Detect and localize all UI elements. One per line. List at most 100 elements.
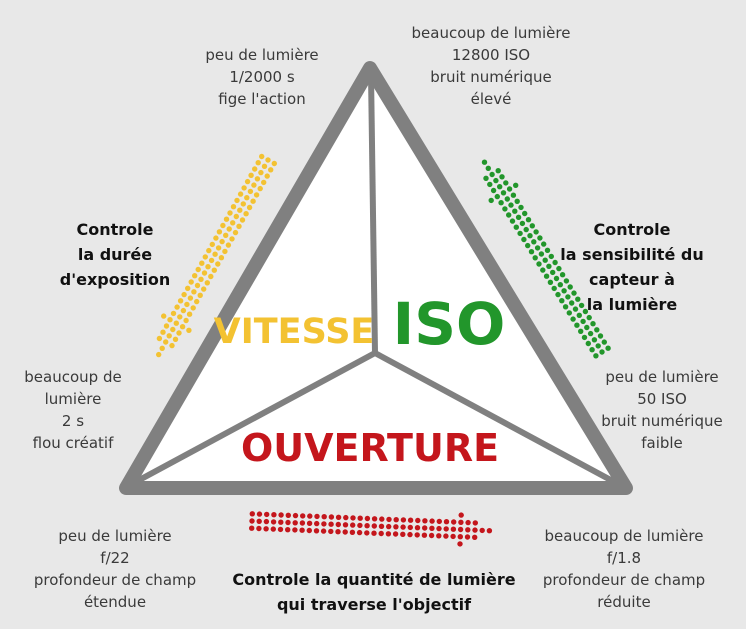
iso-arrow-dot — [587, 330, 594, 337]
iso-arrow-dot — [576, 312, 582, 318]
iso-arrow-dot — [525, 217, 532, 223]
aperture-closed-line-1: peu de lumière — [58, 527, 172, 545]
aperture-arrow-dot — [472, 527, 478, 533]
aperture-arrow-dot — [436, 518, 442, 525]
aperture-arrow-dot — [321, 514, 327, 520]
speed-arrow-dot — [239, 217, 246, 223]
iso-arrow-dot — [509, 218, 516, 224]
iso-low-line-2: 50 ISO — [637, 390, 687, 408]
speed-arrow-dot — [265, 157, 271, 163]
aperture-arrow-dot — [299, 520, 306, 526]
speed-slow-line-4: flou créatif — [32, 434, 114, 452]
iso-arrow-dot — [540, 267, 546, 273]
iso-arrow-dot — [514, 198, 520, 204]
iso-arrow-dot — [590, 321, 596, 327]
aperture-arrow-dot — [379, 516, 385, 522]
speed-fast-line-2: 1/2000 s — [229, 68, 295, 86]
aperture-arrow-dot — [458, 512, 464, 518]
iso-high-line-1: beaucoup de lumière — [411, 24, 571, 42]
aperture-arrow-dot — [443, 519, 450, 525]
iso-dotted-arrow — [481, 159, 611, 359]
iso-high-line-2: 12800 ISO — [451, 46, 531, 64]
speed-arrow-dot — [225, 242, 232, 248]
aperture-arrow-dot — [364, 515, 371, 522]
iso-arrow-dot — [599, 349, 605, 355]
aperture-arrow-dot — [249, 511, 255, 517]
iso-arrow-dot — [529, 223, 535, 229]
speed-arrow-dot — [173, 320, 179, 326]
speed-arrow-dot — [206, 247, 212, 254]
aperture-arrow-dot — [285, 512, 291, 518]
speed-control-line-2: la durée — [77, 245, 153, 264]
iso-arrow-dot — [543, 273, 550, 279]
speed-arrow-dot — [198, 276, 204, 282]
speed-label: VITESSE — [213, 312, 375, 352]
aperture-arrow-dot — [465, 519, 471, 526]
aperture-arrow-dot — [342, 522, 349, 528]
aperture-closed-info: peu de lumière f/22 profondeur de champ … — [34, 525, 196, 613]
speed-arrow-dot — [250, 198, 256, 204]
speed-arrow-dot — [197, 292, 203, 298]
speed-slow-line-3: 2 s — [61, 412, 85, 430]
speed-arrow-dot — [213, 235, 219, 241]
aperture-arrow-dot — [277, 526, 284, 533]
speed-arrow-dot — [167, 317, 173, 323]
speed-arrow-dot — [215, 261, 221, 267]
speed-arrow-dot — [170, 310, 177, 317]
iso-arrow-dot — [502, 206, 508, 212]
aperture-open-line-3: profondeur de champ — [542, 571, 706, 589]
iso-arrow-dot — [506, 186, 513, 192]
iso-arrow-dot — [574, 322, 580, 328]
iso-arrow-dot — [544, 247, 551, 253]
speed-arrow-dot — [183, 317, 189, 324]
aperture-arrow-dot — [292, 527, 298, 533]
divider-left — [128, 350, 377, 488]
divider-right — [373, 350, 622, 488]
speed-arrow-dot — [201, 270, 208, 276]
speed-arrow-dot — [187, 295, 194, 301]
iso-arrow-dot — [559, 272, 566, 278]
iso-arrow-dot — [519, 220, 526, 227]
speed-arrow-dot — [188, 279, 194, 285]
aperture-open-info: beaucoup de lumière f/1.8 profondeur de … — [543, 525, 705, 613]
aperture-arrow-dot — [278, 512, 284, 518]
aperture-arrow-dot — [256, 518, 262, 524]
speed-arrow-dot — [261, 163, 268, 169]
iso-arrow-dot — [506, 212, 512, 218]
aperture-closed-line-4: étendue — [83, 593, 147, 611]
iso-arrow-dot — [594, 327, 600, 333]
iso-arrow-dot — [570, 316, 576, 322]
iso-arrow-dot — [517, 230, 523, 237]
aperture-arrow-dot — [285, 519, 291, 526]
iso-arrow-dot — [481, 159, 488, 165]
iso-arrow-dot — [527, 233, 533, 239]
aperture-arrow-dot — [270, 519, 277, 525]
speed-arrow-dot — [237, 207, 243, 213]
speed-control-text: Controle la durée d'exposition — [60, 217, 171, 292]
aperture-arrow-dot — [436, 533, 442, 539]
iso-arrow-dot — [591, 337, 598, 343]
aperture-arrow-dot — [263, 518, 270, 525]
iso-arrow-dot — [487, 181, 493, 188]
aperture-arrow-dot — [300, 513, 306, 519]
aperture-arrow-dot — [357, 522, 363, 529]
iso-arrow-dot — [536, 261, 542, 267]
speed-arrow-dot — [244, 195, 250, 201]
iso-arrow-dot — [565, 294, 571, 300]
iso-control-text: Controle la sensibilité du capteur à la … — [560, 217, 703, 317]
aperture-control-text: Controle la quantité de lumière qui trav… — [232, 567, 515, 617]
speed-arrow-dot — [180, 307, 187, 314]
aperture-arrow-dot — [314, 520, 320, 527]
iso-arrow-dot — [534, 245, 541, 251]
iso-arrow-dot — [523, 226, 529, 233]
aperture-arrow-dot — [328, 528, 334, 535]
aperture-arrow-dot — [400, 524, 406, 530]
speed-arrow-dot — [223, 216, 230, 222]
speed-arrow-dot — [218, 255, 225, 261]
speed-arrow-dot — [247, 188, 254, 195]
iso-low-info: peu de lumière 50 ISO bruit numérique fa… — [601, 366, 722, 454]
aperture-arrow-dot — [450, 533, 456, 540]
speed-arrow-dot — [186, 327, 192, 333]
iso-arrow-dot — [537, 235, 543, 241]
